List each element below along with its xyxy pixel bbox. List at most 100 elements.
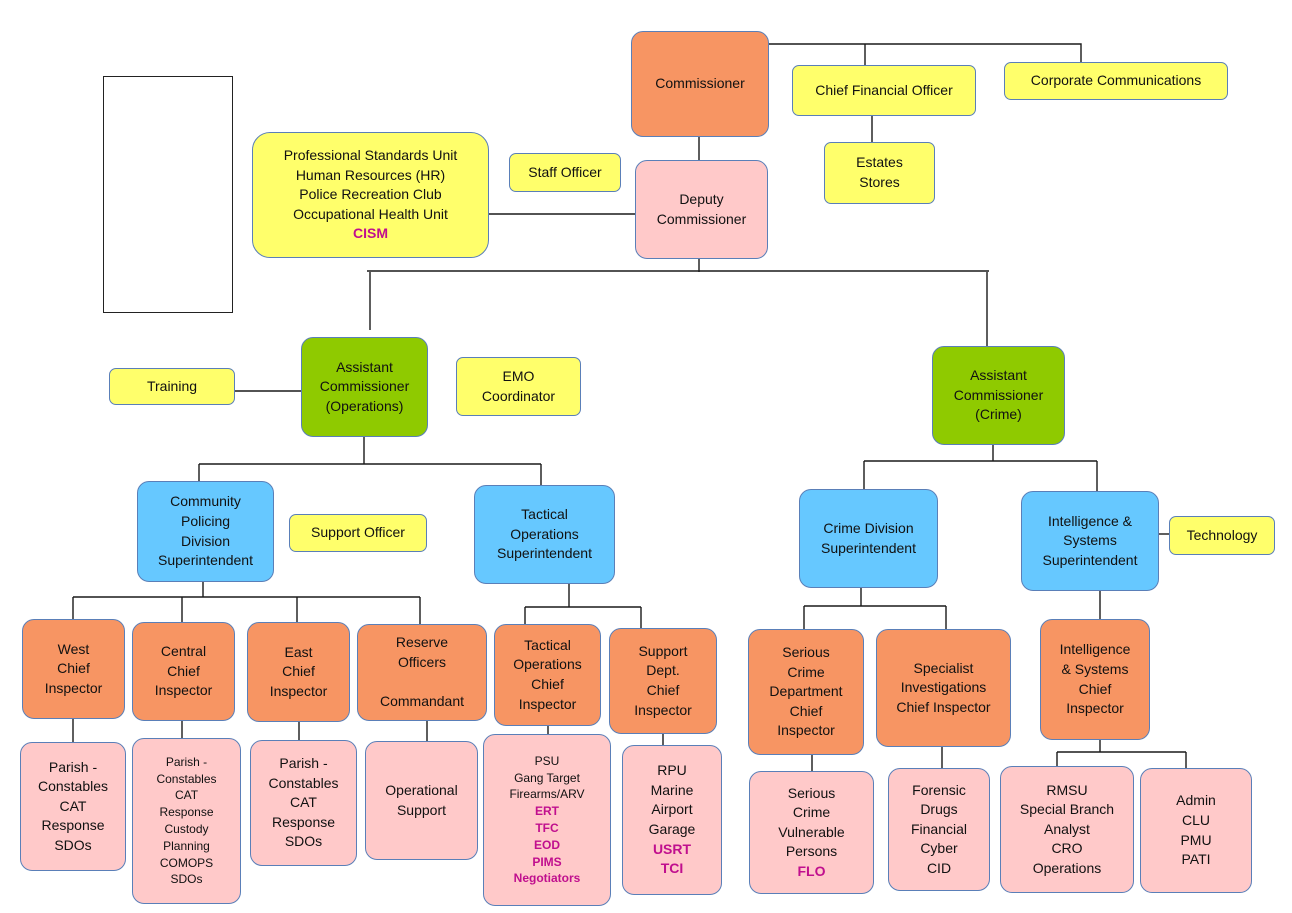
box-text-line: TCI <box>660 860 684 877</box>
box-text-line: Commandant <box>379 693 465 710</box>
box-text-line: (Crime) <box>975 406 1022 423</box>
box-text-line: EMO <box>502 367 535 384</box>
box-text-line: EOD <box>533 837 560 852</box>
box-text-line: PMU <box>1180 831 1212 848</box>
connector-acops-supts <box>198 437 542 485</box>
box-text-line: Central <box>160 643 207 660</box>
box-text-line: SDOs <box>284 833 323 850</box>
box-text-line: Chief <box>1078 680 1112 697</box>
connector-community-cis <box>72 582 421 624</box>
box-text-line: Support Officer <box>311 524 405 541</box>
box-text-line: Specialist <box>913 659 974 676</box>
box-text-line: Inspector <box>777 722 835 739</box>
box-text-line: PSU <box>534 753 560 768</box>
box-text-line: Parish - <box>279 755 328 772</box>
box-text-line: Intelligence & <box>1047 512 1133 529</box>
technology-box: Technology <box>1169 516 1275 555</box>
box-text-line: Response <box>271 813 336 830</box>
commissioner-box: Commissioner <box>631 31 769 137</box>
box-text-line: East <box>284 643 313 660</box>
box-text-line: Commissioner <box>953 386 1044 403</box>
box-text-line: PATI <box>1181 851 1211 868</box>
box-text-line: Support <box>638 642 688 659</box>
box-text-line: Chief <box>167 662 200 679</box>
box-text-line: Drugs <box>920 801 958 818</box>
box-text-line: Tactical <box>521 506 568 523</box>
box-text-line: Cyber <box>920 840 958 857</box>
box-text-line: CISM <box>353 225 388 242</box>
box-text-line: Superintendent <box>821 539 916 556</box>
box-text-line: COMOPS <box>159 855 214 870</box>
box-text-line: Chief <box>646 682 680 698</box>
box-text-line: Reserve <box>395 634 449 651</box>
box-text-line: Constables <box>37 778 109 795</box>
box-text-line: & Systems <box>1061 660 1129 677</box>
box-text-line: Chief Inspector <box>896 698 991 715</box>
staff-officer-box: Staff Officer <box>509 153 621 192</box>
box-text-line: Inspector <box>44 679 103 696</box>
box-text-line: Garage <box>648 821 696 837</box>
box-text-line: Chief <box>789 702 823 719</box>
box-text-line: Operations <box>513 656 582 673</box>
box-text-line: Community <box>170 493 241 510</box>
connector-crime-cis <box>803 588 947 629</box>
box-text-line: Inspector <box>154 682 213 699</box>
box-text-line: Gang Target <box>514 770 580 785</box>
box-text-line: Commissioner <box>655 75 745 92</box>
box-text-line: Department <box>769 683 843 700</box>
box-text-line: SDOs <box>170 872 203 887</box>
cfo-box: Chief Financial Officer <box>792 65 976 116</box>
connector-intel-units <box>1056 740 1187 768</box>
box-text-line: Inspector <box>269 682 328 699</box>
box-text-line: CAT <box>290 794 317 811</box>
box-text-line: Investigations <box>900 679 987 696</box>
box-text-line: SDOs <box>54 836 92 853</box>
blank-placeholder-box <box>103 76 233 313</box>
box-text-line: Inspector <box>1066 700 1124 717</box>
box-text-line: Division <box>180 532 230 549</box>
box-text-line: Chief <box>282 663 315 680</box>
box-text-line: Dept. <box>646 662 680 679</box>
box-text-line: Systems <box>1063 532 1117 549</box>
box-text-line: Superintendent <box>497 545 592 562</box>
box-text-line: CAT <box>174 788 199 803</box>
box-text-line: Analyst <box>1044 820 1090 837</box>
box-text-line: Crime Division <box>823 519 914 536</box>
box-text-line: Police Recreation Club <box>299 186 442 203</box>
box-text-line: Occupational Health Unit <box>293 205 448 222</box>
box-text-line: West <box>57 640 90 657</box>
box-text-line: Constables <box>268 774 339 791</box>
box-text-line: Human Resources (HR) <box>295 166 446 183</box>
box-text-line: Inspector <box>518 695 577 712</box>
box-text-line: Admin <box>1176 792 1216 809</box>
box-text-line: Chief Financial Officer <box>815 81 953 98</box>
training-box: Training <box>109 368 235 405</box>
box-text-line: Technology <box>1186 526 1258 543</box>
box-text-line: Operational <box>385 781 458 798</box>
connector-accrime-supts <box>863 445 1098 491</box>
box-text-line: CAT <box>59 797 87 814</box>
box-text-line: Stores <box>859 174 900 190</box>
box-text-line: RMSU <box>1046 781 1088 798</box>
box-text-line: Deputy <box>679 190 724 207</box>
connector-tactical-cis <box>524 584 642 628</box>
box-text-line: Superintendent <box>1042 551 1138 568</box>
